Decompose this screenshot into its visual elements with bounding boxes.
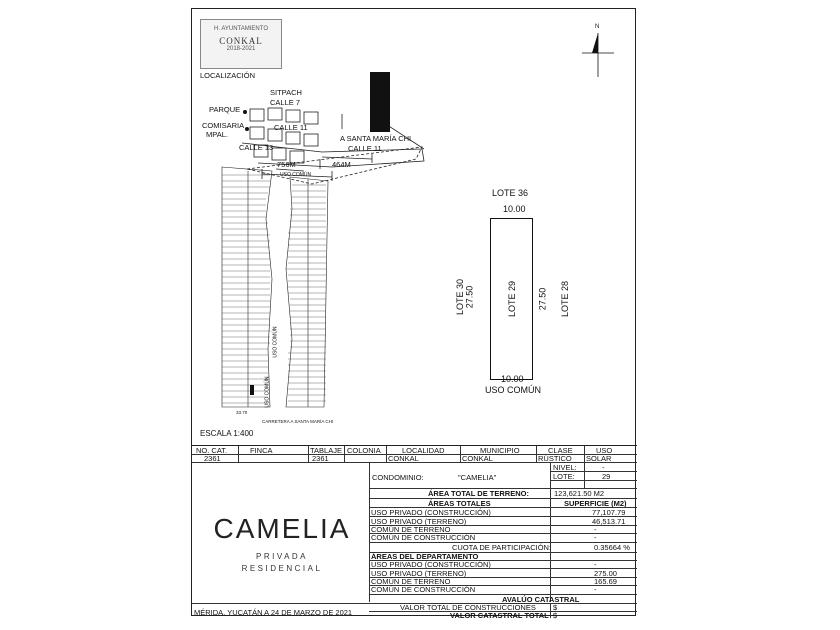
- label-road: A SANTA MARÍA CHI: [340, 134, 412, 143]
- row2-1-value: 275.00: [594, 569, 617, 578]
- lot-29-outline: [490, 218, 533, 380]
- row2-0-value: -: [594, 560, 597, 569]
- valor-cat-value: $: [553, 611, 558, 620]
- north-arrow-icon: [582, 33, 614, 77]
- row1-2-label: COMÚN DE TERRENO: [371, 525, 451, 534]
- row1-2-value: -: [594, 525, 597, 534]
- value-no-cat: 2361: [204, 454, 221, 463]
- carretera-label: CARRETERA A SANTA MARÍA CHI: [262, 419, 334, 424]
- value-tablaje: 2361: [312, 454, 329, 463]
- location-map: [241, 72, 425, 185]
- value-municipio: CONKAL: [462, 454, 493, 463]
- footer-date: MÉRIDA, YUCATÁN A 24 DE MARZO DE 2021: [194, 608, 353, 617]
- lote-label: LOTE:: [553, 472, 575, 481]
- municipal-logo: H. AYUNTAMIENTO CONKAL 2018-2021: [200, 19, 282, 69]
- site-plan: [221, 166, 329, 408]
- logo-header: H. AYUNTAMIENTO: [213, 26, 268, 32]
- lot-bottom-dim: 10.00: [501, 374, 524, 384]
- label-parque: PARQUE: [209, 105, 241, 114]
- label-comisaria: COMISARIA: [202, 121, 245, 130]
- lote-value: 29: [602, 472, 611, 481]
- brand-line2: RESIDENCIAL: [241, 564, 323, 573]
- areas-totales-header: ÁREAS TOTALES: [428, 499, 491, 508]
- row2-0-label: USO PRIVADO (CONSTRUCCIÓN): [371, 560, 491, 569]
- header-colonia: COLONIA: [347, 446, 381, 455]
- location-title: LOCALIZACIÓN: [200, 71, 256, 80]
- cuota-label: CUOTA DE PARTICIPACIÓN:: [452, 543, 552, 552]
- row1-3-value: -: [594, 533, 597, 542]
- row2-1-label: USO PRIVADO (TERRENO): [371, 569, 467, 578]
- area-total-label: ÁREA TOTAL DE TERRENO:: [428, 489, 529, 498]
- header-no-cat: NO. CAT.: [196, 446, 228, 455]
- brand-line1: PRIVADA: [255, 552, 309, 561]
- areas-depto-header: ÁREAS DEL DEPARTAMENTO: [371, 552, 479, 561]
- uso-comun-b: USO COMÚN: [264, 376, 271, 408]
- north-label: N: [595, 24, 600, 30]
- uso-comun-top: USO COMÚN: [280, 172, 312, 178]
- row2-2-label: COMÚN DE TERRENO: [371, 577, 451, 586]
- superficie-header: SUPERFICIE (M2): [564, 499, 627, 508]
- area-total-value: 123,621.50 M2: [554, 489, 605, 498]
- lot-right-label: LOTE 28: [560, 280, 571, 318]
- dim-bottom: 33.70: [236, 410, 248, 415]
- valor-const-label: VALOR TOTAL DE CONSTRUCCIONES: [400, 603, 536, 612]
- lot-bottom-label: USO COMÚN: [485, 385, 541, 395]
- label-distance-2: 464M: [332, 160, 351, 169]
- label-mpal: MPAL.: [206, 130, 228, 139]
- header-clase: CLASE: [548, 446, 573, 455]
- lot-top-label: LOTE 36: [492, 188, 529, 198]
- row2-3-value: -: [594, 585, 597, 594]
- row1-1-value: 46,513.71: [592, 517, 626, 526]
- condominio-label: CONDOMINIO:: [372, 473, 424, 482]
- row1-3-label: COMÚN DE CONSTRUCCIÓN: [371, 533, 476, 542]
- row2-2-value: 165.69: [594, 577, 617, 586]
- logo-footer: 2018-2021: [226, 46, 256, 52]
- lot-top-dim: 10.00: [503, 204, 526, 214]
- row1-0-value: 77,107.79: [592, 508, 626, 517]
- label-calle-11-b: CALLE 11: [348, 144, 382, 153]
- logo-name: CONKAL: [219, 36, 263, 46]
- lot-right-dim: 27.50: [537, 287, 548, 311]
- label-calle-13: CALLE 13: [239, 143, 274, 152]
- header-localidad: LOCALIDAD: [402, 446, 445, 455]
- document-sheet: H. AYUNTAMIENTO CONKAL 2018-2021 LOCALIZ…: [191, 8, 637, 620]
- lot-center-label: LOTE 29: [507, 280, 518, 318]
- cadastral-table: NO. CAT. FINCA TABLAJE COLONIA LOCALIDAD…: [192, 445, 637, 620]
- condominio-value: "CAMELIA": [458, 473, 497, 482]
- nivel-value: -: [602, 463, 605, 472]
- brand-name: CAMELIA: [213, 513, 351, 544]
- label-distance-1: 756M: [277, 160, 296, 169]
- cuota-value: 0.35664 %: [594, 543, 630, 552]
- valor-cat-label: VALOR CATASTRAL TOTAL: [450, 611, 549, 620]
- row1-1-label: USO PRIVADO (TERRENO): [371, 517, 467, 526]
- avaluo-header: AVALÚO CATASTRAL: [502, 595, 580, 604]
- scale-label: ESCALA 1:400: [200, 429, 254, 438]
- header-finca: FINCA: [250, 446, 273, 455]
- value-localidad: CONKAL: [388, 454, 419, 463]
- row1-0-label: USO PRIVADO (CONSTRUCCIÓN): [371, 508, 491, 517]
- header-uso: USO: [596, 446, 613, 455]
- header-tablaje: TABLAJE: [310, 446, 342, 455]
- label-sitpach: SITPACH: [270, 88, 302, 97]
- label-calle-11: CALLE 11: [274, 123, 308, 132]
- value-clase: RÚSTICO: [538, 454, 572, 463]
- lot-left-dim: 27.50: [464, 285, 475, 309]
- uso-comun-a: USO COMÚN: [272, 326, 279, 358]
- nivel-label: NIVEL:: [553, 463, 577, 472]
- label-calle-7: CALLE 7: [270, 98, 301, 107]
- valor-const-value: $: [553, 603, 558, 612]
- value-uso: SOLAR: [586, 454, 612, 463]
- header-municipio: MUNICIPIO: [480, 446, 520, 455]
- camelia-brand: CAMELIA PRIVADA RESIDENCIAL: [204, 513, 360, 575]
- row2-3-label: COMÚN DE CONSTRUCCIÓN: [371, 585, 476, 594]
